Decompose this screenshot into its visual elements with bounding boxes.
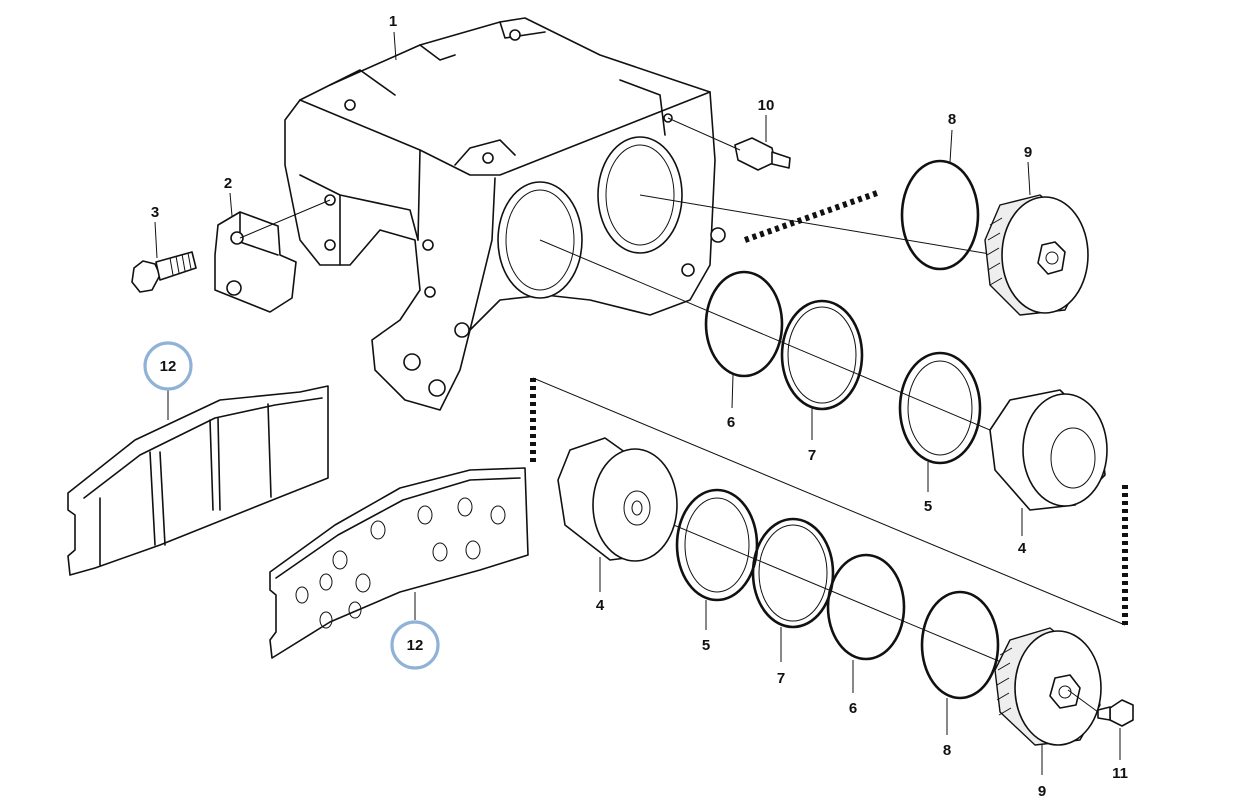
- dashed-link-diagonal: [532, 377, 1126, 626]
- brake-pad-right: [269, 467, 529, 659]
- axis-bleeder: [667, 117, 741, 151]
- callout-oring8-top: 8: [948, 111, 956, 128]
- leader-6-top: [731, 374, 734, 409]
- ring-7-bottom-inner: [758, 524, 828, 622]
- piston-right: [989, 389, 1108, 511]
- callout-cover-bottom: 9: [1038, 783, 1046, 800]
- callout-pad-right: 12: [407, 637, 424, 654]
- callout-caliper: 1: [389, 13, 397, 30]
- leader-8-top: [949, 129, 953, 163]
- callout-piston-bottom: 4: [596, 597, 605, 614]
- bleeder-valve: [734, 137, 791, 171]
- callout-piston-right: 4: [1018, 540, 1027, 557]
- plug: [1097, 699, 1134, 727]
- leader-2: [229, 192, 233, 217]
- oring-8-top: [900, 159, 980, 271]
- caliper-body: [284, 17, 726, 411]
- ring-5-bottom-inner: [684, 497, 750, 593]
- leader-3: [154, 221, 158, 259]
- callout-pad-left: 12: [160, 358, 177, 375]
- callout-oring6-bottom: 6: [849, 700, 857, 717]
- axis-bracket: [239, 199, 331, 239]
- callout-ring7-bottom: 7: [777, 670, 785, 687]
- cover-bottom: [994, 627, 1102, 746]
- bracket: [214, 211, 297, 313]
- ring-5-top: [898, 351, 982, 465]
- callout-bleeder: 10: [758, 97, 775, 114]
- highlight-ring-right: [390, 620, 440, 670]
- brake-pad-left: [67, 385, 329, 576]
- callout-ring5-top: 5: [924, 498, 932, 515]
- oring-8-bottom: [920, 590, 1000, 700]
- ring-5-top-inner: [907, 360, 973, 456]
- callout-ring5-bottom: 5: [702, 637, 710, 654]
- leader-9-top: [1027, 161, 1031, 196]
- cover-top: [984, 194, 1089, 316]
- axis-plug: [1067, 689, 1099, 713]
- ring-5-bottom: [675, 488, 759, 602]
- ring-7-bottom: [751, 517, 835, 629]
- callout-ring7-top: 7: [808, 447, 816, 464]
- ring-7-top-inner: [787, 306, 857, 404]
- callout-bracket: 2: [224, 175, 232, 192]
- callout-cover-top: 9: [1024, 144, 1032, 161]
- oring-6-bottom: [826, 553, 906, 661]
- ring-7-top: [780, 299, 864, 411]
- callout-oring6-top: 6: [727, 414, 735, 431]
- piston-bottom: [557, 437, 678, 562]
- callout-oring8-bottom: 8: [943, 742, 951, 759]
- callout-plug: 11: [1112, 765, 1128, 782]
- oring-6-top: [704, 270, 784, 378]
- bolt: [131, 251, 197, 293]
- leader-1: [393, 31, 397, 61]
- highlight-ring-left: [143, 341, 193, 391]
- callout-bolt: 3: [151, 204, 159, 221]
